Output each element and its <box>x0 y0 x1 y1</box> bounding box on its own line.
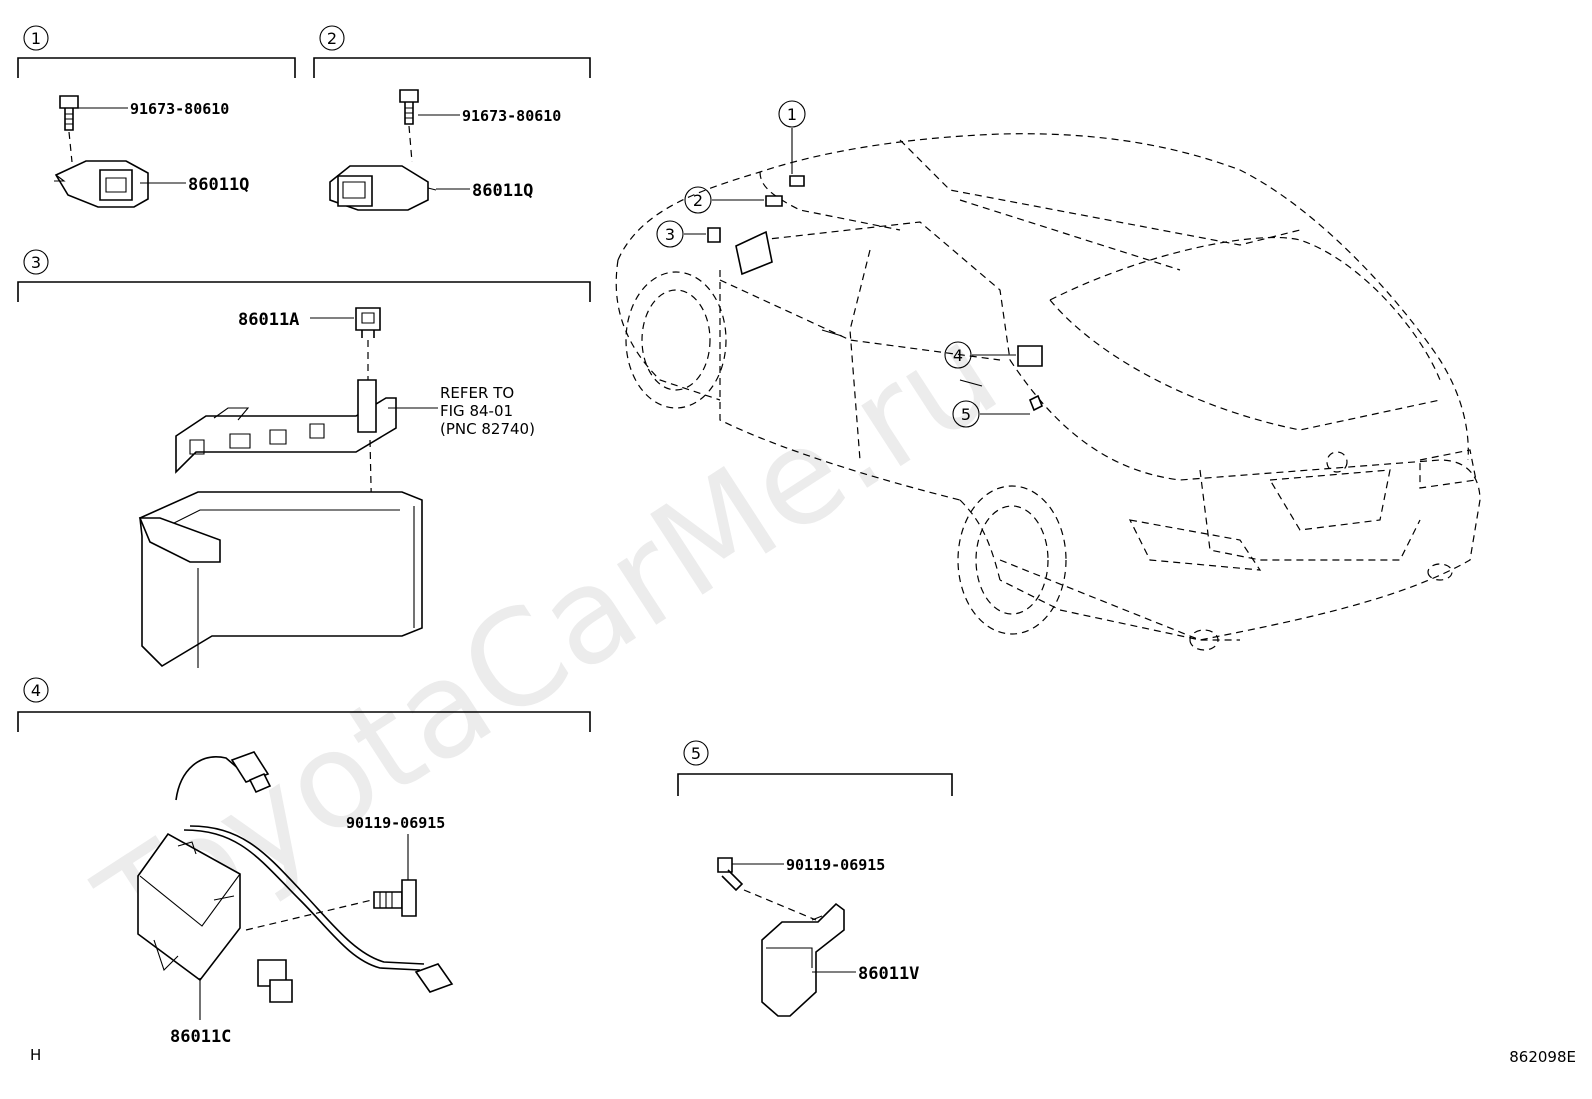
group-2: 2 91673-80610 86011Q <box>313 25 591 211</box>
group-1: 1 91673-80610 86011Q <box>17 25 296 208</box>
junction-bracket-icon <box>175 379 397 474</box>
sensor-icon <box>54 160 149 208</box>
callout-1: 1 <box>787 105 797 124</box>
group-4-bolt-part: 90119-06915 <box>346 814 445 832</box>
bolt-icon <box>59 95 79 131</box>
footer-left-code: H <box>30 1046 41 1064</box>
group-1-part: 86011Q <box>188 175 249 195</box>
group-4: 4 86011C 90119-06915 <box>17 677 591 1047</box>
sensor-icon <box>329 165 437 211</box>
group-2-part: 86011Q <box>472 181 533 201</box>
refer-line-2: FIG 84-01 <box>440 402 513 420</box>
relay-icon <box>355 307 381 338</box>
callout-5: 5 <box>961 405 971 424</box>
bolt-icon <box>717 857 744 892</box>
connector-icon <box>230 751 454 1003</box>
control-module-icon <box>137 832 241 982</box>
callout-4: 4 <box>953 346 963 365</box>
group-3-part: 86011A <box>238 310 299 330</box>
group-2-number: 2 <box>327 29 337 48</box>
group-4-part: 86011C <box>170 1027 231 1047</box>
bolt-icon <box>373 879 417 917</box>
group-5-number: 5 <box>691 744 701 763</box>
group-5: 5 90119-06915 86011V <box>677 740 953 1017</box>
group-1-bolt-part: 91673-80610 <box>130 100 229 118</box>
refer-line-1: REFER TO <box>440 384 514 402</box>
group-3: 3 86011A REFER TO FIG 84-01 (PNC 82740) <box>17 249 591 668</box>
car-illustration <box>615 128 1481 651</box>
sensor-module-icon <box>761 902 845 1017</box>
group-1-number: 1 <box>31 29 41 48</box>
storage-box-icon <box>138 491 423 668</box>
car-callouts: 1 2 3 4 5 <box>656 100 980 428</box>
group-3-number: 3 <box>31 253 41 272</box>
group-5-part: 86011V <box>858 964 919 984</box>
callout-3: 3 <box>665 225 675 244</box>
group-5-bolt-part: 90119-06915 <box>786 856 885 874</box>
refer-line-3: (PNC 82740) <box>440 420 535 438</box>
figure-code: 862098E <box>1509 1048 1576 1066</box>
group-4-number: 4 <box>31 681 41 700</box>
group-2-bolt-part: 91673-80610 <box>462 107 561 125</box>
bolt-icon <box>399 89 419 125</box>
callout-2: 2 <box>693 191 703 210</box>
